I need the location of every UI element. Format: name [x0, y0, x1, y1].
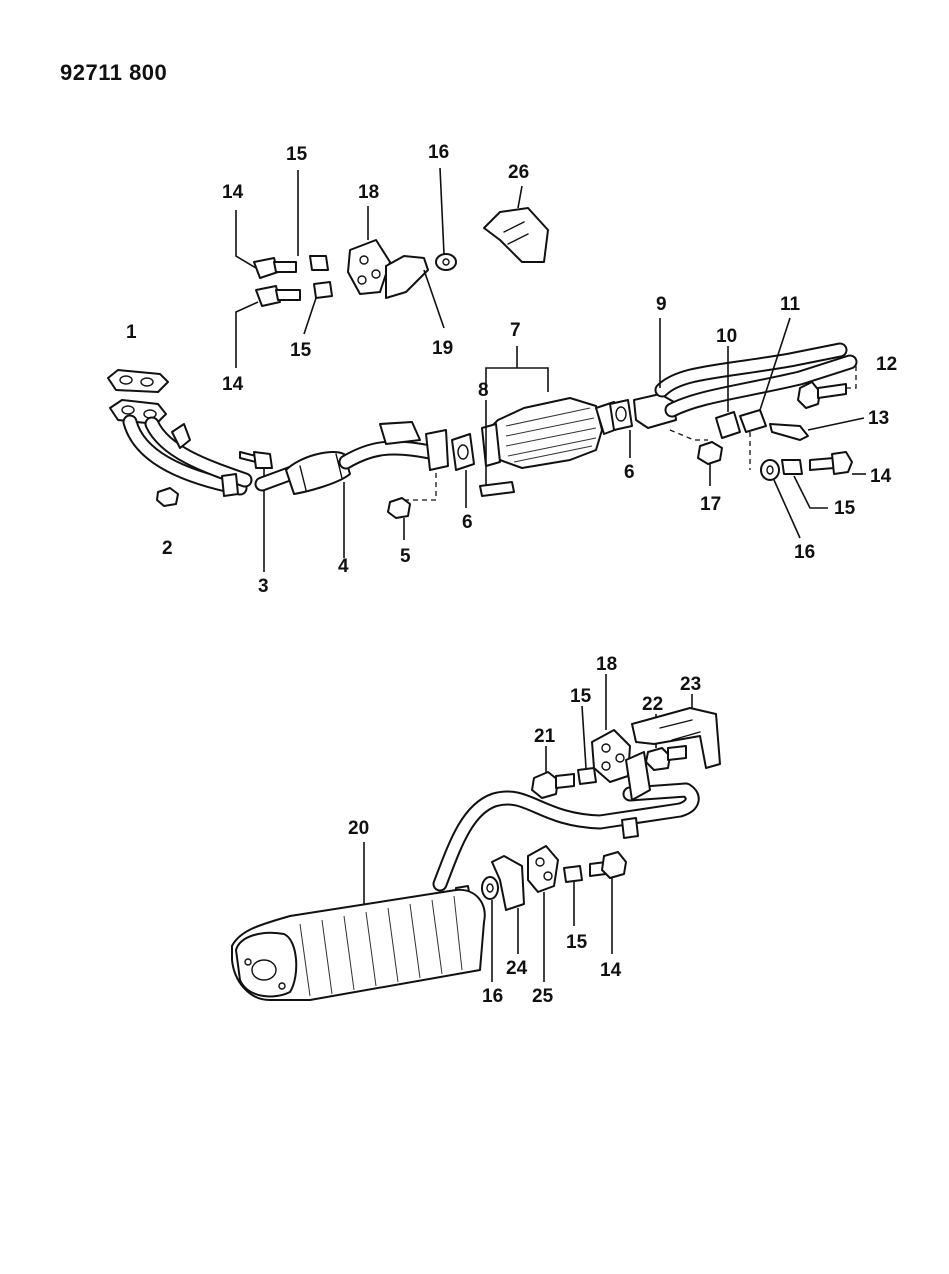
callout-16-lower: 16: [482, 986, 503, 1007]
part-20-muffler: [231, 842, 486, 1001]
part-5-nut: [387, 468, 437, 540]
part-6-gasket-right: [609, 399, 633, 458]
callout-13: 13: [868, 408, 889, 429]
callout-7: 7: [510, 320, 521, 341]
part-12-bracket: [797, 366, 857, 409]
callout-15-upper-top: 15: [286, 144, 308, 165]
callout-10: 10: [716, 326, 737, 347]
tail-pipe: [432, 782, 700, 913]
part-18-rubber-hanger-lower: [591, 674, 651, 801]
callout-23: 23: [680, 674, 701, 695]
part-24-bracket: [491, 855, 525, 954]
part-7-catalytic-converter: [481, 346, 621, 469]
callout-8: 8: [478, 380, 489, 401]
part-3-bolt: [239, 451, 273, 572]
callout-14-lower: 14: [600, 960, 622, 981]
callout-labels: 1 2 3 4 5 6 6 7 8 9 10 11 12 13 14 14 14…: [126, 142, 897, 1007]
part-15-collar-lower-upper: [577, 705, 597, 785]
callout-22: 22: [642, 694, 663, 715]
part-17-nut: [697, 441, 723, 486]
part-15-collar-right: [781, 459, 828, 509]
part-19-bracket: [385, 255, 445, 329]
part-25-rubber-hanger: [527, 845, 559, 982]
part-13-hanger-rod: [769, 417, 865, 441]
callout-18-upper: 18: [358, 182, 379, 203]
callout-21: 21: [534, 726, 556, 747]
part-23-hanger-bracket: [631, 694, 721, 769]
part-18-rubber-hanger-upper: [347, 206, 391, 295]
callout-14-upper-bottom: 14: [222, 374, 244, 395]
callout-18-lower: 18: [596, 654, 617, 675]
callout-16-right: 16: [794, 542, 815, 563]
callout-26: 26: [508, 162, 529, 183]
callout-16-upper: 16: [428, 142, 449, 163]
part-8-stud: [479, 400, 515, 497]
part-6-gasket-left: [451, 433, 475, 508]
part-11-hanger-plate: [739, 317, 791, 470]
part-21-bolt: [531, 746, 575, 799]
part-14-bolt-lower: [589, 851, 627, 954]
part-15-collar-lower: [563, 865, 583, 926]
callout-24: 24: [506, 958, 528, 979]
callout-2: 2: [162, 538, 173, 559]
callout-6-right: 6: [624, 462, 635, 483]
part-15-collars-upper: [297, 170, 333, 335]
callout-5: 5: [400, 546, 411, 567]
part-1-gasket: [107, 369, 169, 393]
callout-19: 19: [432, 338, 453, 359]
part-16-washer-lower: [481, 876, 499, 982]
callout-9: 9: [656, 294, 667, 315]
callout-4: 4: [338, 556, 349, 577]
callout-14-upper-top: 14: [222, 182, 244, 203]
callout-25: 25: [532, 986, 554, 1007]
callout-6-left: 6: [462, 512, 473, 533]
front-exhaust-pipe: [109, 399, 253, 497]
callout-15-right: 15: [834, 498, 856, 519]
part-14-bolt-right: [809, 451, 866, 475]
diagram-reference-number: 92711 800: [60, 60, 167, 85]
callout-15-upper-bottom: 15: [290, 340, 312, 361]
callout-17: 17: [700, 494, 721, 515]
callout-1: 1: [126, 322, 137, 343]
callout-11: 11: [780, 294, 801, 315]
callout-14-right: 14: [870, 466, 892, 487]
callout-12: 12: [876, 354, 897, 375]
part-10-bracket: [715, 346, 741, 439]
part-22-bolt: [645, 714, 687, 771]
part-4-center-pipe: [254, 421, 449, 558]
part-9-main-pipe: [633, 318, 858, 441]
part-16-washer-upper: [435, 167, 457, 271]
callout-3: 3: [258, 576, 269, 597]
part-2-nut: [156, 487, 179, 507]
callout-15-lower: 15: [566, 932, 588, 953]
part-26-heat-shield: [483, 185, 549, 263]
part-14-bolts-upper: [235, 210, 301, 368]
callout-20: 20: [348, 818, 369, 839]
part-16-washer-right: [760, 459, 801, 539]
callout-15-lower-upper: 15: [570, 686, 592, 707]
